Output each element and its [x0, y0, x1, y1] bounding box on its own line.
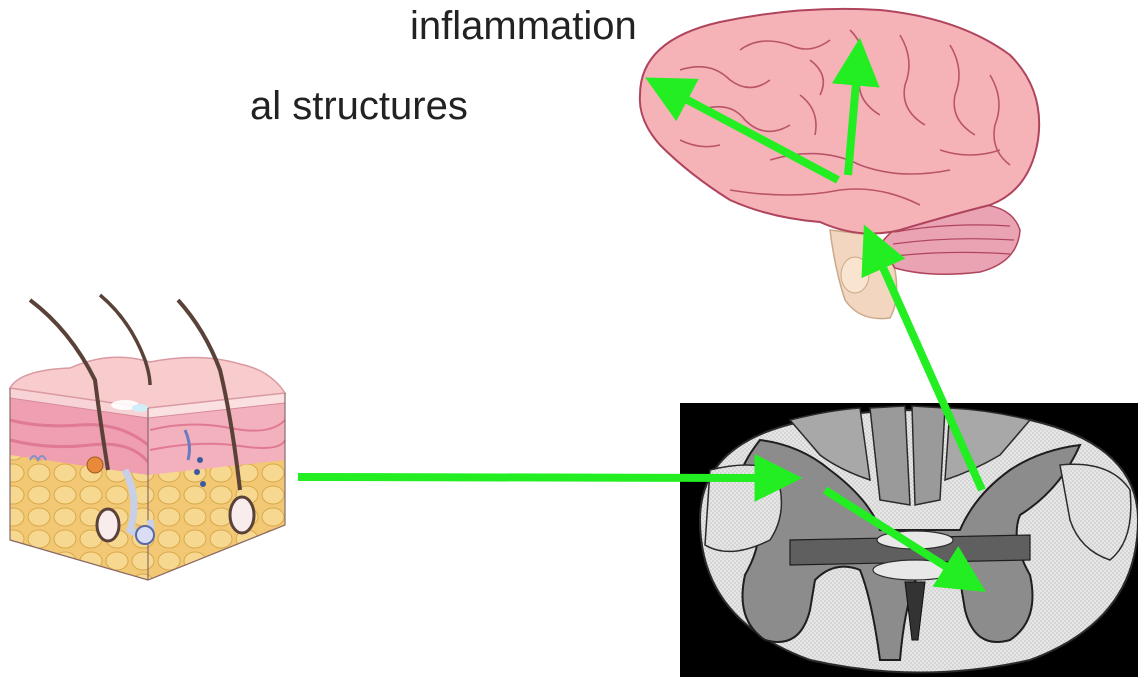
arrow-skin-to-dorsal-horn [298, 477, 780, 478]
skin-cross-section-icon [10, 295, 285, 580]
brain-icon [640, 9, 1039, 319]
